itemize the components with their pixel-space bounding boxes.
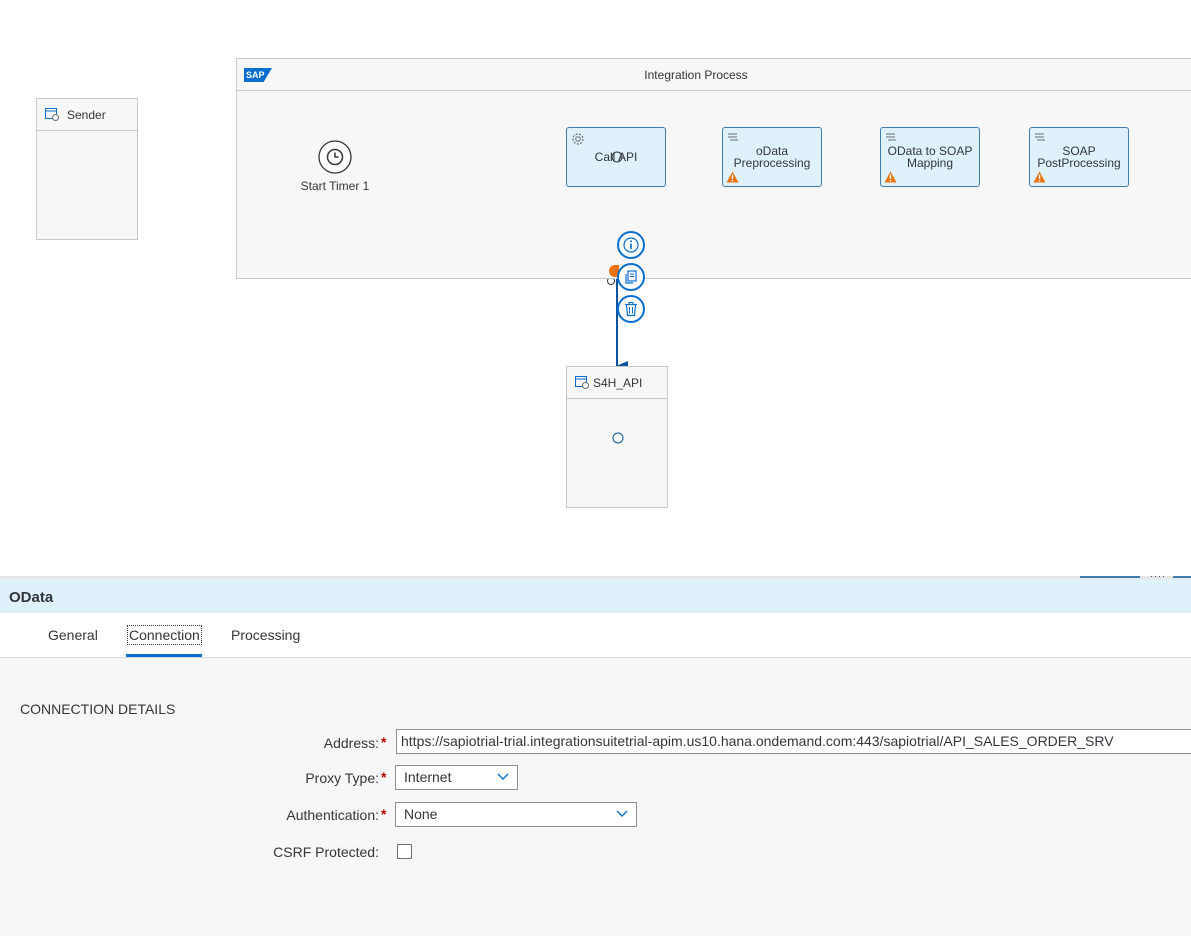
clock-icon [318,140,352,174]
sender-label: Sender [67,107,106,122]
call-api-label: Call API [594,150,638,164]
trash-icon [625,302,637,317]
proxy-type-value: Internet [404,769,452,785]
gear-icon [572,133,584,145]
copy-icon [625,270,637,284]
splitter-accent [1080,576,1140,578]
connection-form: CONNECTION DETAILS Address: * https://sa… [0,658,1191,936]
odata-preprocessing-label: oData Preprocessing [733,144,811,170]
proxy-type-label: Proxy Type: [220,770,379,786]
section-title: CONNECTION DETAILS [20,701,176,717]
address-input[interactable]: https://sapiotrial-trial.integrationsuit… [396,729,1191,754]
properties-tabbar: General Connection Processing [0,613,1191,658]
info-icon [623,237,639,253]
splitter-grip-icon[interactable]: ···· [1150,571,1166,581]
address-label-text: Address: [323,735,379,751]
call-api-step[interactable]: Call API [566,127,666,187]
tab-general[interactable]: General [48,627,98,643]
receiver-participant[interactable]: S4H_API [566,366,668,508]
chevron-down-icon [616,810,628,817]
address-label: Address: [220,735,379,751]
integration-flow-canvas[interactable]: Sender SAP Integration Process Start Tim… [0,0,1191,576]
flow-warning-icon [609,265,619,277]
cursor-icon [611,151,623,163]
sender-participant[interactable]: Sender [36,98,138,240]
script-icon [728,133,738,141]
connection-anchor[interactable] [612,432,624,444]
info-button[interactable] [617,231,645,259]
soap-postprocessing-label: SOAP PostProcessing [1037,144,1121,170]
address-required-mark: * [381,734,387,750]
proxy-type-required-mark: * [381,769,387,785]
active-tab-indicator [126,654,202,657]
csrf-protected-checkbox[interactable] [397,844,412,859]
chevron-down-icon [497,773,509,780]
start-timer-label: Start Timer 1 [300,179,370,193]
warning-icon [884,171,897,183]
authentication-value: None [404,806,438,822]
warning-icon [1033,171,1046,183]
panel-title: OData [9,589,54,606]
csrf-label: CSRF Protected: [273,844,379,860]
odata-preprocessing-step[interactable]: oData Preprocessing [722,127,822,187]
tab-processing[interactable]: Processing [231,627,301,643]
tab-connection[interactable]: Connection [127,625,202,645]
receiver-label: S4H_API [593,375,643,390]
properties-panel-header: OData [0,579,1191,613]
authentication-required-mark: * [381,806,387,822]
integration-process-header: SAP Integration Process [237,59,1191,91]
odata-to-soap-mapping-label: OData to SOAP Mapping [887,144,973,170]
warning-icon [726,171,739,183]
splitter-accent-right [1173,576,1191,578]
receiver-header: S4H_API [567,367,667,399]
start-timer-event[interactable] [318,140,352,174]
authentication-label: Authentication: [220,807,379,823]
script-icon [886,133,896,141]
panel-resize-splitter[interactable]: ···· [0,571,1191,581]
odata-to-soap-mapping-step[interactable]: OData to SOAP Mapping [880,127,980,187]
delete-button[interactable] [617,295,645,323]
script-icon [1035,133,1045,141]
authentication-label-text: Authentication: [286,807,379,823]
copy-button[interactable] [617,263,645,291]
sap-logo: SAP [244,68,272,82]
soap-postprocessing-step[interactable]: SOAP PostProcessing [1029,127,1129,187]
participant-icon [45,108,59,121]
proxy-type-select[interactable]: Internet [395,765,518,790]
authentication-select[interactable]: None [395,802,637,827]
proxy-type-label-text: Proxy Type: [305,770,379,786]
participant-icon [575,376,589,389]
sender-header: Sender [37,99,137,131]
integration-process-title: Integration Process [644,67,748,82]
